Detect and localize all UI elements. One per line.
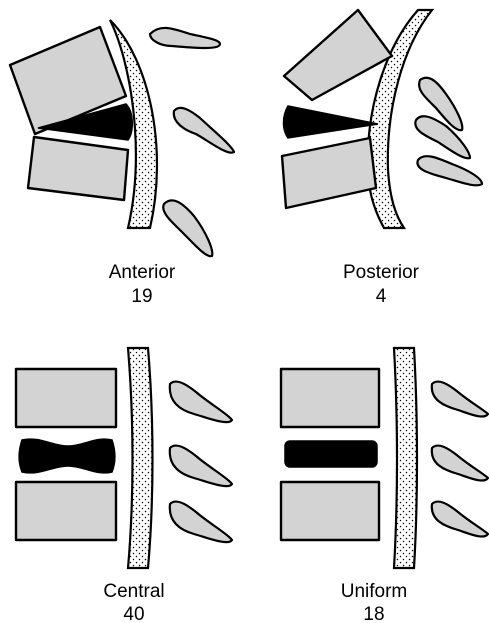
panel-posterior: Posterior 4 xyxy=(282,10,482,307)
panel-count: 18 xyxy=(363,604,384,623)
middle-spinous-process xyxy=(174,108,234,153)
upper-spinous-process xyxy=(432,382,488,417)
upper-vertebral-body xyxy=(284,10,392,100)
middle-spinous-process xyxy=(432,446,488,481)
panel-anterior: Anterior 19 xyxy=(10,20,234,307)
panel-label: Posterior xyxy=(343,262,420,283)
lower-spinous-process xyxy=(432,502,488,537)
panel-central: Central 40 xyxy=(16,348,232,623)
lower-spinous-process xyxy=(170,502,232,543)
panel-label: Uniform xyxy=(341,581,408,602)
intervertebral-disc-uniform xyxy=(285,441,377,467)
upper-spinous-process xyxy=(150,28,220,48)
upper-spinous-process xyxy=(170,382,232,423)
panel-count: 19 xyxy=(131,286,152,307)
lower-vertebral-body xyxy=(16,482,116,540)
intervertebral-disc-biconcave xyxy=(19,439,115,473)
lower-vertebral-body xyxy=(28,137,128,200)
upper-vertebral-body xyxy=(281,369,379,427)
lower-spinous-process xyxy=(163,200,212,256)
panel-label: Anterior xyxy=(109,262,176,283)
panel-count: 4 xyxy=(376,286,387,307)
lower-vertebral-body xyxy=(282,138,376,208)
panel-label: Central xyxy=(103,581,164,602)
panel-uniform: Uniform 18 xyxy=(281,348,488,623)
lower-vertebral-body xyxy=(281,482,379,540)
panel-count: 40 xyxy=(123,604,144,623)
middle-spinous-process xyxy=(170,446,232,487)
spinal-canal xyxy=(128,348,153,568)
lower-spinous-process xyxy=(417,156,482,185)
upper-vertebral-body xyxy=(16,369,116,427)
intervertebral-disc-wedged-posterior xyxy=(284,106,379,138)
spinal-canal xyxy=(394,348,417,568)
